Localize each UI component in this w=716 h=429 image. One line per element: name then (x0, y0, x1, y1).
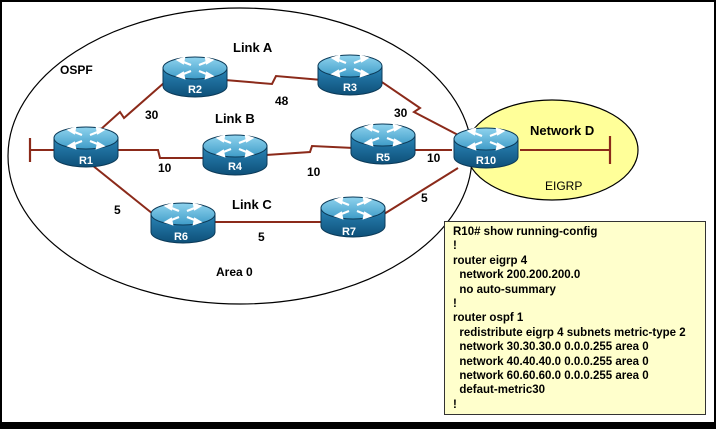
router-r4[interactable]: R4 (201, 133, 269, 177)
cost-r1-r6: 5 (114, 203, 121, 217)
config-line: network 30.30.30.0 0.0.0.255 area 0 (453, 341, 649, 354)
eigrp-label: EIGRP (545, 179, 582, 193)
router-r3-label: R3 (343, 82, 357, 94)
link-r1-r6 (91, 164, 159, 219)
config-line: ! (453, 240, 457, 253)
cost-r2-r3: 48 (275, 94, 289, 108)
cost-r1-r4: 10 (158, 161, 172, 175)
link-c-label: Link C (232, 197, 272, 212)
router-r10-label: R10 (476, 155, 496, 167)
cost-r4-r5: 10 (307, 165, 321, 179)
area-label: Area 0 (216, 265, 253, 279)
router-r1-label: R1 (79, 155, 93, 167)
router-r5-label: R5 (376, 152, 390, 164)
config-line: redistribute eigrp 4 subnets metric-type… (453, 326, 686, 339)
link-r1-r4 (118, 149, 203, 159)
link-r1-r2 (99, 81, 166, 131)
link-r4-r5 (265, 144, 355, 156)
link-a-label: Link A (233, 40, 273, 55)
config-line: network 40.40.40.0 0.0.0.255 area 0 (453, 355, 649, 368)
config-line: ! (453, 398, 457, 411)
router-r1[interactable]: R1 (52, 125, 120, 169)
router-r5[interactable]: R5 (349, 122, 417, 166)
router-r4-label: R4 (228, 161, 243, 173)
router-r3[interactable]: R3 (316, 53, 384, 97)
link-r7-r10 (383, 167, 459, 215)
cost-r7-r10: 5 (421, 191, 428, 205)
config-line: no auto-summary (453, 283, 556, 296)
config-line: defaut-metric30 (453, 384, 546, 397)
running-config-panel: R10# show running-config ! router eigrp … (444, 221, 706, 415)
config-line: router eigrp 4 (453, 254, 528, 267)
config-line: network 200.200.200.0 (453, 269, 581, 282)
config-line: router ospf 1 (453, 312, 524, 325)
network-d-label: Network D (530, 123, 594, 138)
cost-r1-r2: 30 (145, 108, 159, 122)
link-r2-r3 (224, 74, 323, 86)
cost-r3-r10: 30 (394, 106, 408, 120)
router-r7[interactable]: R7 (319, 195, 387, 239)
router-r2[interactable]: R2 (161, 55, 229, 99)
link-b-label: Link B (215, 111, 255, 126)
router-r2-label: R2 (188, 84, 202, 96)
config-line: ! (453, 298, 457, 311)
config-line: R10# show running-config (453, 226, 598, 238)
router-r6-label: R6 (174, 231, 188, 243)
cost-r6-r7: 5 (258, 230, 265, 244)
link-r3-r10 (375, 77, 461, 137)
router-r7-label: R7 (342, 226, 356, 238)
config-line: network 60.60.60.0 0.0.0.255 area 0 (453, 370, 649, 383)
cost-r5-r10: 10 (427, 151, 441, 165)
router-r10[interactable]: R10 (452, 126, 520, 170)
ospf-label: OSPF (60, 63, 93, 77)
router-r6[interactable]: R6 (149, 201, 217, 245)
